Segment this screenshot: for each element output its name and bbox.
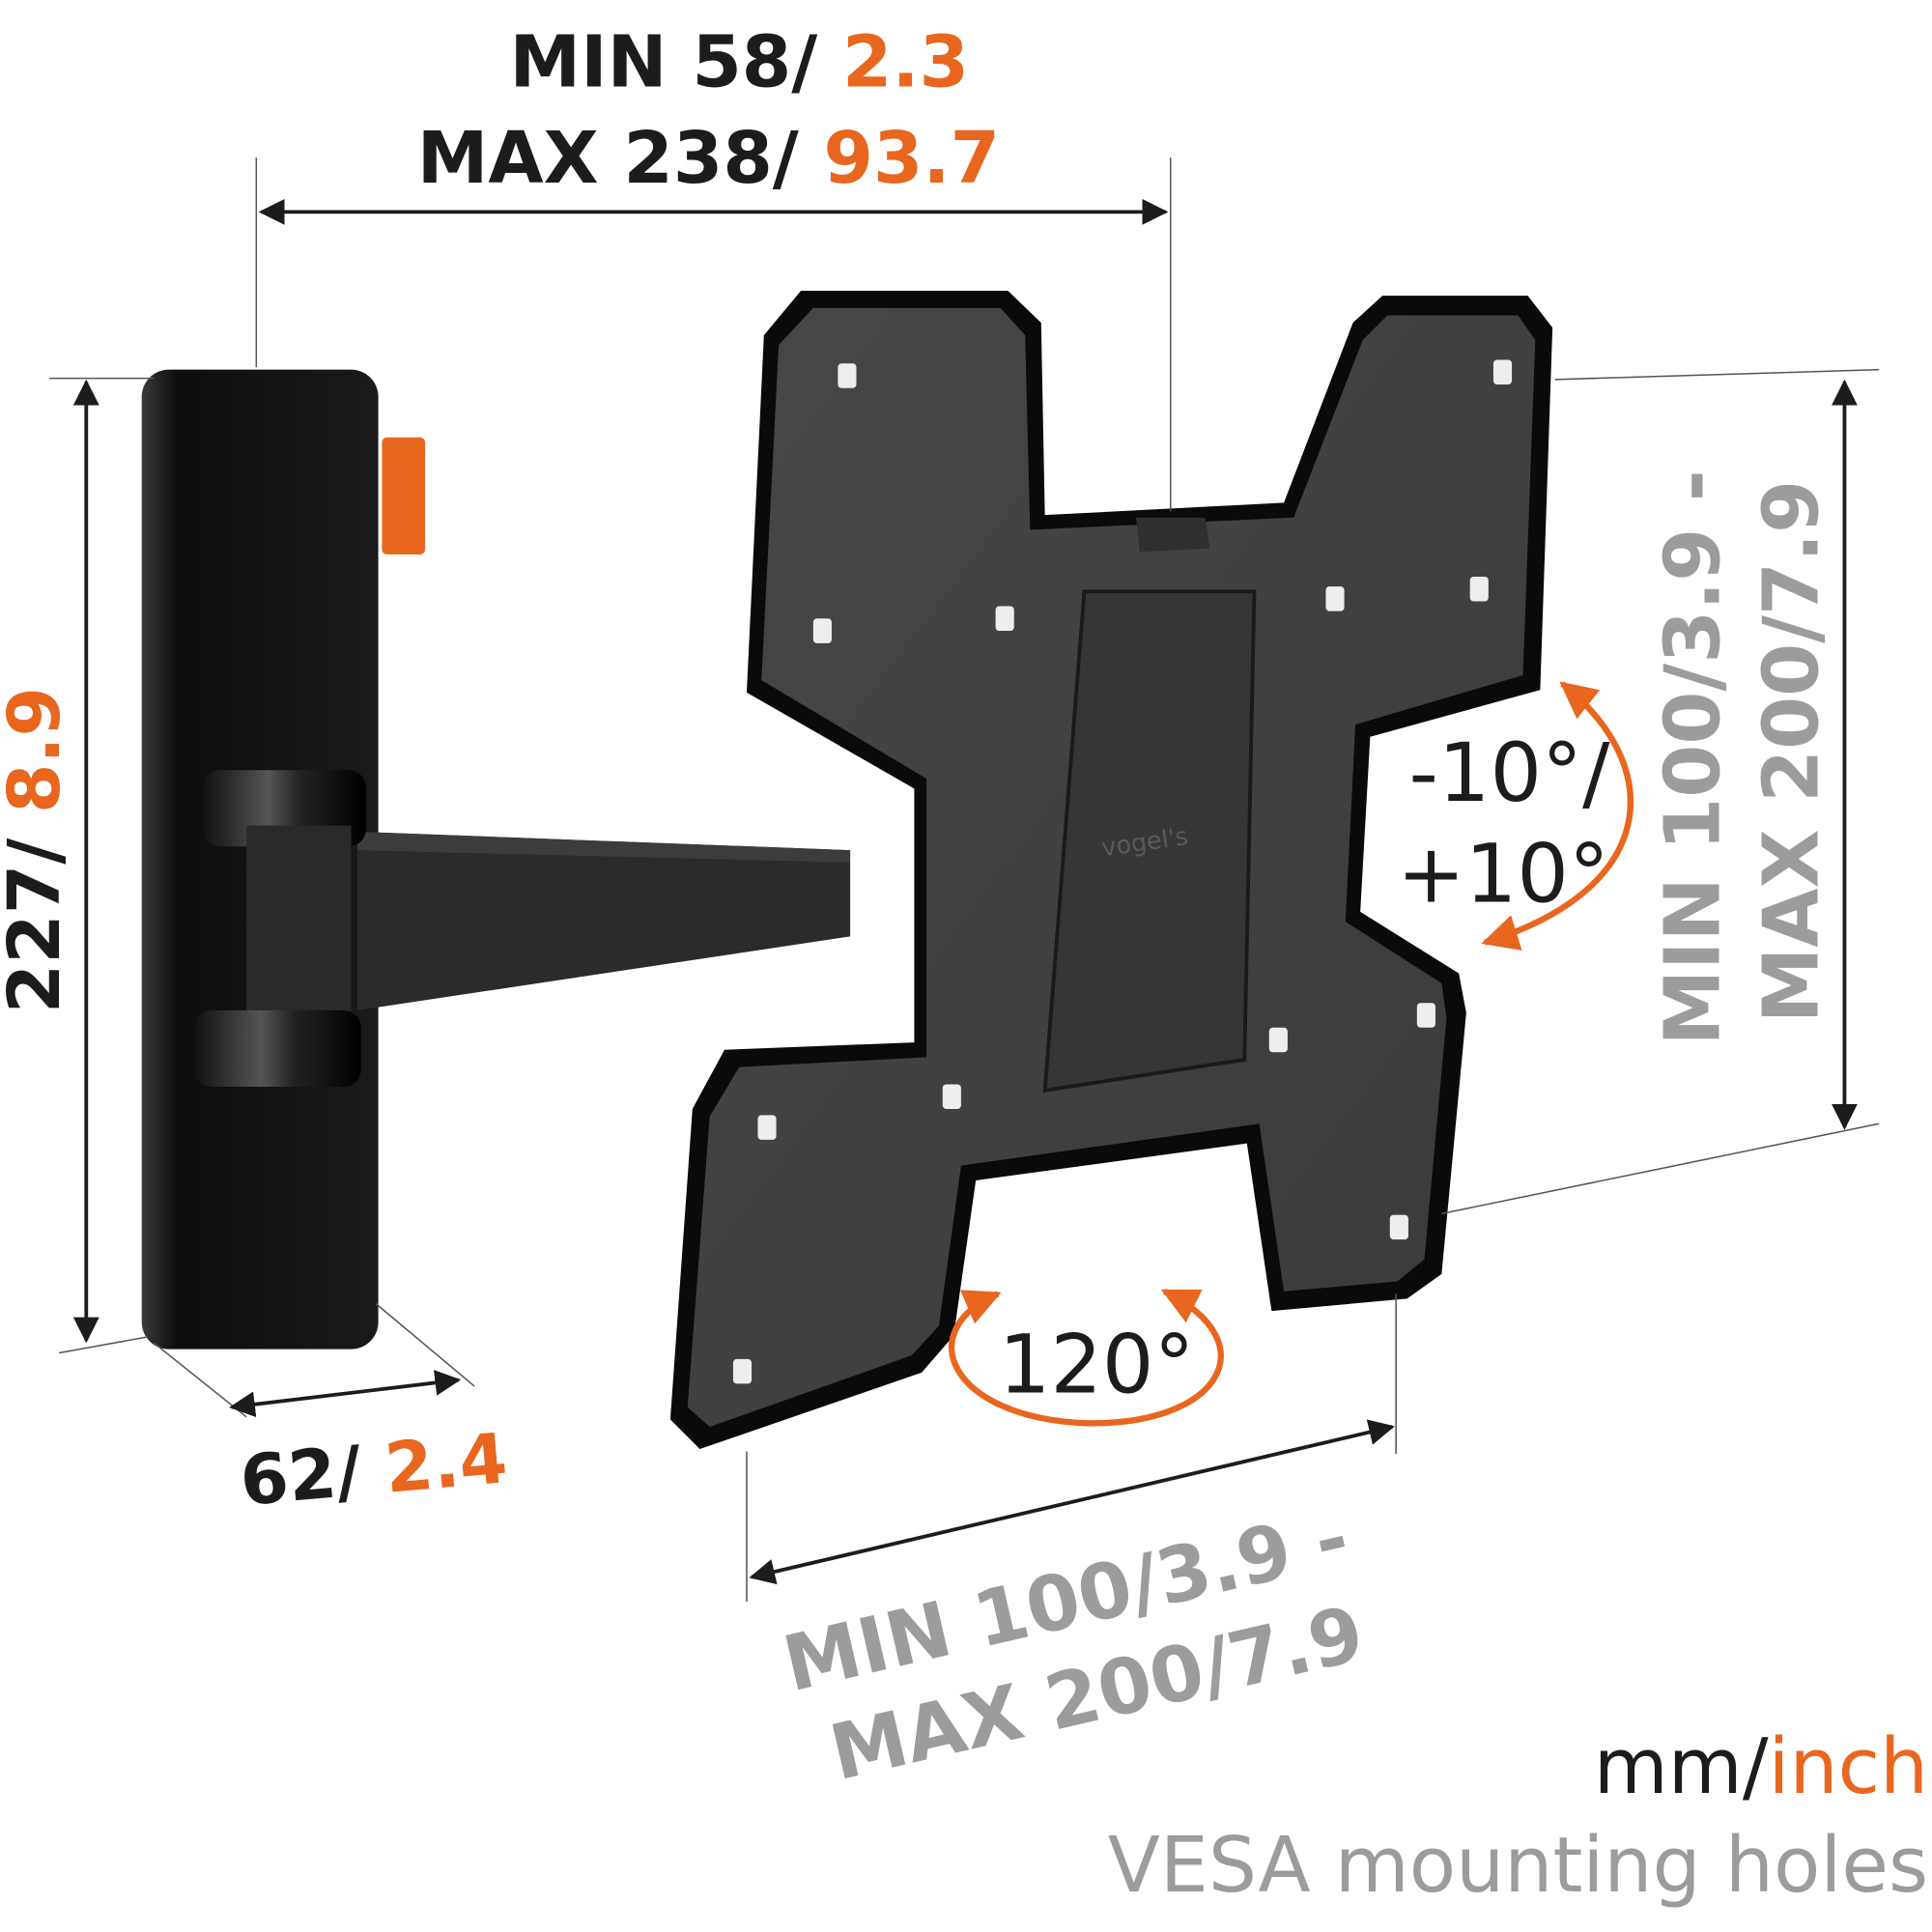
- brand-tag: [382, 437, 426, 554]
- hinge-bottom: [194, 1009, 361, 1087]
- tilt-label-2: +10°: [1397, 827, 1609, 922]
- tilt-label-1: -10°/: [1409, 725, 1611, 820]
- depth-min-label: MIN 58/ 2.3: [510, 20, 970, 103]
- depth-dimension: MIN 58/ 2.3 MAX 238/ 93.7: [255, 20, 1172, 512]
- vesa-vertical-max: MAX 200/7.9: [1747, 480, 1835, 1023]
- tilt-indicator: -10°/ +10°: [1397, 681, 1634, 951]
- swivel-indicator: 120°: [948, 1288, 1224, 1427]
- width-dimension: 62/ 2.4: [153, 1302, 510, 1521]
- vesa-vertical-dimension: MIN 100/3.9 - MAX 200/7.9: [1441, 368, 1880, 1215]
- swivel-label: 120°: [999, 1317, 1195, 1411]
- vesa-holes: [732, 359, 1513, 1384]
- tv-mounting-plate: vogel's: [669, 291, 1553, 1450]
- tilt-arrow-icon: [1481, 681, 1634, 951]
- unit-legend: mm/inch: [1594, 1722, 1928, 1811]
- swing-arm: [194, 770, 851, 1087]
- vesa-vertical-min: MIN 100/3.9 -: [1648, 469, 1737, 1045]
- width-label: 62/ 2.4: [237, 1418, 510, 1521]
- vesa-caption: VESA mounting holes: [1108, 1821, 1928, 1910]
- legend: mm/inch VESA mounting holes: [1108, 1722, 1928, 1910]
- height-dimension: 227/ 8.9: [0, 377, 155, 1354]
- depth-max-label: MAX 238/ 93.7: [417, 117, 1000, 200]
- height-label: 227/ 8.9: [0, 687, 76, 1013]
